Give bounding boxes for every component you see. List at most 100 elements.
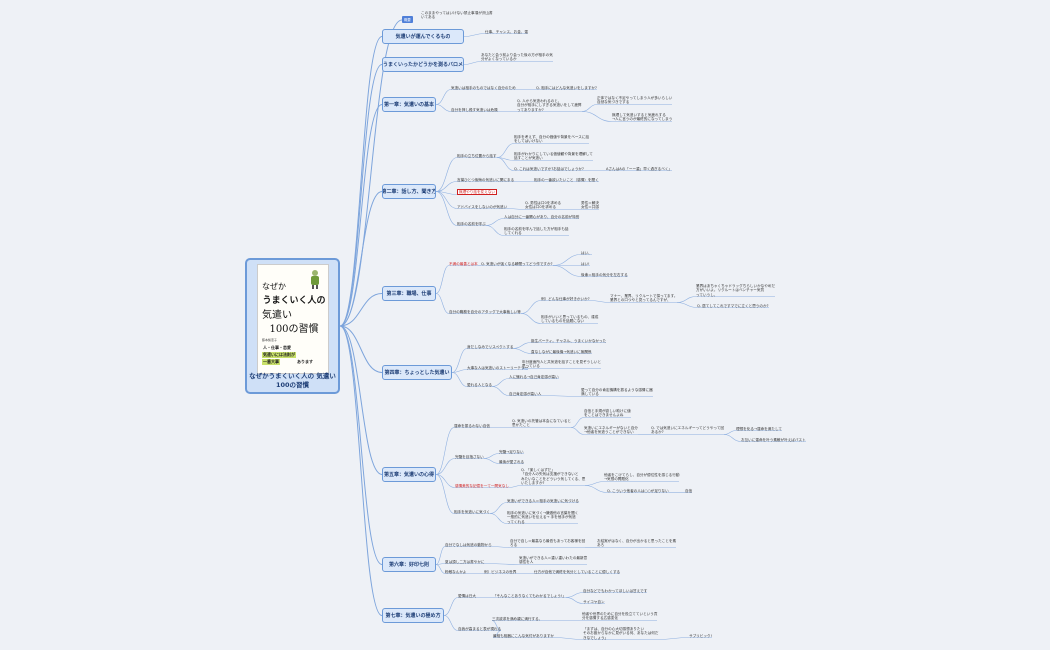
topic-node-c9-1a[interactable]: 「そんなことありなくてもわかるでしょう!」 [493, 594, 567, 598]
topic-node-c5-2b[interactable]: マナー、業界、リクルートで探ってます。 業界との口つやと見ってるんですが、 [610, 294, 678, 303]
cover-author: 藤本梨恵子 [262, 338, 278, 342]
topic-node-c5-2c[interactable]: 相手がいいと思っているもの、達成 しているものを話題にない [541, 315, 599, 324]
chapter-node-c5[interactable]: 第三章：職場、仕事 [382, 286, 436, 301]
topic-node-c7-1d[interactable]: Q. では気遣いにエネルギーってどうやって回 あるか? [651, 426, 725, 435]
topic-node-c3-2[interactable]: 自分を押し殺す気遣いは危険 [451, 108, 498, 112]
topic-node-c8-3[interactable]: 粉敵なんかよ [445, 570, 467, 574]
topic-node-c3-1a[interactable]: Q. 相手にはどんな気遣いをしますか? [536, 86, 597, 90]
topic-node-c5-1b[interactable]: はい、 [581, 251, 592, 255]
topic-node-c7-3b[interactable]: 他者をこけてらし、自分が優位性を感じる行動 →気想の問題化 [604, 473, 680, 482]
topic-node-c6-2[interactable]: 大事な人は気遣いのストーリーテラー [467, 366, 529, 370]
topic-node-c6-1a[interactable]: 誕生パーティ。チャネル、うまくいかなかった [531, 339, 607, 343]
chapter-node-c9[interactable]: 第七章：気遣いの極め方 [382, 608, 444, 623]
topic-node-c6-1b[interactable]: 直なしながに最後機→気遣いに無関係 [531, 350, 592, 354]
topic-node-c6-2a[interactable]: 年分度面所人と共気遣を話すことを見ぞうしいと 思っている [522, 360, 602, 369]
topic-node-c6-3b[interactable]: 自己肯定感が高い人 [509, 392, 542, 396]
topic-node-c4-1d[interactable]: AさんはAの「ーー重」早く過ぎるべく」 [606, 167, 673, 171]
topic-node-c7-3c[interactable]: Q. こういう他者の人は○○が足りない [607, 489, 669, 493]
connector-c5-2e [676, 302, 698, 308]
topic-node-c8-3b[interactable]: 仕方が自他で満終を気分としていることに優しくする [534, 570, 621, 574]
topic-node-c9-1[interactable]: 愛情は日大 [458, 594, 476, 598]
topic-node-c4-5[interactable]: 相手の名前を呼ぶ [457, 222, 486, 226]
topic-node-c7-2[interactable]: 完璧を目指さない [455, 455, 484, 459]
topic-node-c5-2e[interactable]: Q. 居てしてこれですマでに立くと思うのか? [697, 304, 769, 308]
topic-node-c7-4[interactable]: 相手を気遣いに気づく [454, 510, 490, 514]
topic-node-c9-2[interactable]: 自我が高まると表が現れる [458, 627, 502, 631]
topic-node-c4-4[interactable]: アドバイスをしないのが気遣い [457, 205, 508, 209]
topic-node-c7-1[interactable]: 運命を振るわない自信 [454, 424, 490, 428]
topic-node-c9-2d[interactable]: 「まずは、自分の心大切感想ありたい そのお誰からなかに見がいる何、あなたは何だ … [583, 627, 659, 640]
topic-node-c9-2c[interactable]: 最相も相器にこんな気付がありますか [493, 634, 555, 638]
topic-node-c5-1d[interactable]: 後輩＝相手の気分を左右する [581, 273, 628, 277]
topic-node-c6-3c[interactable]: 愛って自分の肯定機構を振るような感情に器 満している [581, 388, 653, 397]
overview-tag[interactable]: 概要 [402, 16, 413, 23]
topic-node-c7-3d[interactable]: 自信 [685, 489, 693, 493]
topic-node-c7-2a[interactable]: 完璧→足りない [499, 450, 524, 454]
topic-node-c4-2[interactable]: 言葉ひとつ後悔の気遣いに関にまる [457, 178, 515, 182]
chapter-node-c8[interactable]: 第六章：好印七則 [382, 557, 436, 572]
topic-node-c7-1f[interactable]: お互いに運命を叶う素敵が叶えばバスト [741, 438, 806, 442]
connector-c7-3b [584, 481, 605, 486]
topic-node-c4-5b[interactable]: 相手の名前を呼んで話した方が相手も話 してくれる [504, 227, 569, 236]
topic-node-c4-1c[interactable]: Q. これは気遣いですか?お話はでしょうか? [514, 167, 584, 171]
topic-node-c3-2a[interactable]: Q. 人から気遣われるのと、 自分が相手にしすぎる気遣いをして疲弊 ってあります… [517, 99, 582, 112]
topic-node-c4-4b[interactable]: 男性＝解決 女性＝共感 [581, 201, 599, 210]
topic-node-c9-2b[interactable]: 他者や世界のために自分を役立てていという貢 分を感情する広感変化 [582, 612, 658, 621]
topic-node-c5-1[interactable]: 不満の最善とは本 [449, 262, 478, 266]
topic-node-c7-2b[interactable]: 最後が愛される [499, 460, 525, 464]
topic-node-c5-2[interactable]: 自分の職務を自分のアタッグで大事裁しい等 [449, 310, 521, 314]
topic-node-c8-1b[interactable]: お結実がはなく、自分が出かると思ったことを素 あろ [597, 539, 677, 548]
connector-c7-4b [489, 513, 508, 524]
topic-node-c6-3a[interactable]: 人に譲れる→自己肯定感が高い [509, 375, 559, 379]
connector-c6-1 [451, 348, 468, 373]
topic-node-c7-3[interactable]: 感情美的な記憶を一て一問気なし [455, 484, 509, 488]
cover-line-a: 人・仕事・恋愛 [263, 345, 291, 350]
chapter-node-c6[interactable]: 第四章：ちょっとした気遣い [382, 365, 452, 380]
topic-node-c4-2a[interactable]: 相手の一番欲いたいこと（感情）を聞く [534, 178, 599, 182]
topic-node-c2-1[interactable]: あなたと会う前より会った後の方が相手の気 分がよくなっているか [481, 53, 553, 62]
topic-node-c6-3[interactable]: 愛れる人となる [467, 383, 493, 387]
topic-node-c7-1b[interactable]: 自信と手規が欲しい助けに値 をことはできませんよね [584, 409, 631, 418]
topic-node-c9-1b[interactable]: 自分などでもわかってほしいは甘えです [583, 589, 648, 593]
topic-node-c6-1[interactable]: 身だしなみでリスペクトする [467, 345, 514, 349]
topic-node-c1-1[interactable]: 仕事、チャンス、お金、運 [485, 30, 529, 34]
topic-node-c8-3a[interactable]: 例）ビジネスの世界 [484, 570, 517, 574]
topic-node-c5-1c[interactable]: はい! [581, 262, 590, 266]
chapter-node-c3[interactable]: 第一章：気遣いの基本 [382, 97, 436, 112]
topic-node-c3-2b[interactable]: 正体ではなく不足やってしまう人が多いらしい 自然な気づきでする [597, 96, 673, 105]
connector-c6-3 [451, 372, 468, 387]
topic-node-c5-2a[interactable]: 例）どんな仕事が好きかいか? [541, 297, 590, 301]
topic-node-c9-2a[interactable]: 三次欲求を満め親に満行する、 [492, 617, 543, 621]
topic-node-c8-1[interactable]: 自分でなしは気遣の動物から [445, 543, 492, 547]
topic-node-c8-1a[interactable]: 自分で自し＝最高なら最低もあってお客様を回 ろる [510, 539, 586, 548]
topic-node-c7-1a[interactable]: Q. 気遣いの托管は本会になていると 思かたこと [512, 419, 572, 428]
connector-c7-1e [723, 430, 737, 435]
chapter-node-c2[interactable]: 気遣いがうまくいったかどうかを測るバロメータは… [382, 57, 464, 72]
cover-line-d: あります [297, 359, 313, 364]
topic-node-c8-2[interactable]: 夏は頂し二方は書やかに [445, 560, 485, 564]
topic-node-c7-3a[interactable]: Q. 「楽しくはずだ」 「自分人の失気は支援ができないと みたいなことをどういう… [521, 468, 586, 486]
connector-c6-1b [512, 348, 532, 354]
topic-node-c5-1a[interactable]: Q. 気遣いが強くなる瞬間ってどう作ですか? [481, 262, 553, 266]
topic-node-c7-1c[interactable]: 気遣いにエネルギーがないと自分 →他者を気遣うことができない [584, 426, 638, 435]
connector-c5-2c [520, 313, 542, 324]
topic-node-c4-4a[interactable]: Q. 男性は口0を求める 女性は口0を求める [525, 201, 562, 210]
root-node[interactable]: なぜか うまくいく人の 気遣い 100の習慣 藤本梨恵子 人・仕事・恋愛 気遣い… [245, 258, 342, 394]
topic-node-c4-1a[interactable]: 相手を考えず、自分の価値や背景をベースに話 をしてはいけない [514, 135, 590, 144]
chapter-node-c7[interactable]: 第五章：気遣いの心得 [382, 467, 436, 482]
topic-node-c7-1e[interactable]: 理想を化る→運命を満たして [736, 427, 783, 431]
topic-node-c4-1b[interactable]: 相手がわかりにしている価値観や背景を理解して 話すことが気遣い [514, 152, 593, 161]
topic-node-c4-5a[interactable]: 人は自分に一番関心があり、自分の名前が特別 [504, 215, 580, 219]
topic-node-c7-4b[interactable]: 相手の気遣いに気づく→謙遜他の言葉を聞く 一般的に気遣いを伝える→ 手を他手が気… [507, 511, 579, 524]
chapter-node-c1[interactable]: 気遣いが運んでくるもの [382, 29, 464, 44]
chapter-node-c4[interactable]: 第二章：話し方、聞き方 [382, 184, 436, 199]
topic-node-c9-1c[interactable]: サイコヤ自ン [583, 600, 605, 604]
topic-node-c8-2a[interactable]: 気遣いができる人＝重い重いわたの最新意 感性を人 [519, 556, 588, 565]
topic-node-c7-4a[interactable]: 気遣いができる人＝相手の気遣いに気づける [507, 499, 579, 503]
topic-node-c9-2e[interactable]: サブリビック! [689, 634, 713, 638]
topic-node-c4-1[interactable]: 相手の立ち位置から話す [457, 154, 497, 158]
topic-node-c3-2c[interactable]: 無理して気遣いすると気疲れする →人に言うのが最終的になってしまう [612, 113, 673, 122]
topic-node-c5-2d[interactable]: 業界はあちゃくちゃドラッグちらしいかなやめだ 方がいいよ。リクルートはベンチャー… [696, 284, 776, 297]
topic-node-c3-1[interactable]: 気遣いは相手のものではなく自分のため [451, 86, 516, 90]
topic-node-c4-3[interactable]: 無理やり話を変えない [457, 189, 497, 196]
